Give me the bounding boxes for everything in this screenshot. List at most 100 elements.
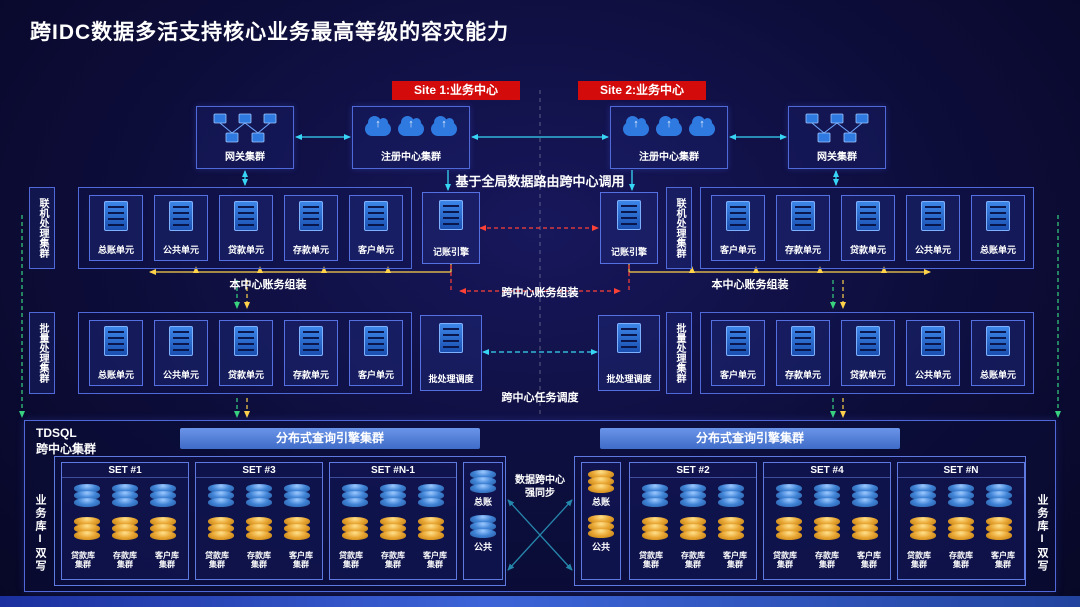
unit-label: 总账单元 xyxy=(97,370,134,380)
gateway-label: 网关集群 xyxy=(225,152,265,163)
database-stack-icon xyxy=(418,517,444,540)
dual-write-label-right: 业务库I双写 xyxy=(1036,493,1048,573)
batch-units-right: 客户单元 存款单元 贷款单元 公共单元 总账单元 xyxy=(700,312,1034,394)
unit-label: 公共单元 xyxy=(914,245,951,255)
bottom-accent-bar xyxy=(0,596,1080,607)
batch-scheduler-left: 批处理调度 xyxy=(420,315,482,391)
set-box: SET #3 贷款库 集群 存款库 集群 客户库 集群 xyxy=(195,462,323,580)
db-row xyxy=(62,484,188,507)
query-engine-bar-right: 分布式查询引擎集群 xyxy=(600,428,900,449)
unit-box: 公共单元 xyxy=(154,320,208,386)
db-group-label: 客户库 集群 xyxy=(289,551,313,570)
database-stack-icon xyxy=(718,517,744,540)
unit-box: 客户单元 xyxy=(711,320,765,386)
database-stack-icon xyxy=(910,517,936,540)
db-group-label: 贷款库 集群 xyxy=(71,551,95,570)
database-stack-icon xyxy=(418,484,444,507)
unit-box: 存款单元 xyxy=(776,195,830,261)
unit-label: 客户单元 xyxy=(357,370,394,380)
database-stack-icon xyxy=(150,517,176,540)
set-name: SET #N xyxy=(898,463,1024,478)
unit-label: 贷款单元 xyxy=(849,370,886,380)
db-row xyxy=(62,517,188,540)
cloud-upload-icon: ↑ xyxy=(398,116,424,136)
unit-label: 存款单元 xyxy=(292,245,329,255)
database-stack-icon xyxy=(470,515,496,538)
online-cluster-label-right: 联机处理集群 xyxy=(666,187,692,269)
page-title: 跨IDC数据多活支持核心业务最高等级的容灾能力 xyxy=(30,21,510,44)
database-stack-icon xyxy=(112,484,138,507)
db-row xyxy=(764,517,890,540)
unit-box: 贷款单元 xyxy=(841,320,895,386)
network-nodes-icon xyxy=(805,113,869,143)
database-stack-icon xyxy=(284,517,310,540)
cloud-upload-icon: ↑ xyxy=(431,116,457,136)
cloud-upload-icon: ↑ xyxy=(365,116,391,136)
batch-cluster-label-left: 批量处理集群 xyxy=(29,312,55,394)
server-rack-icon xyxy=(791,201,815,231)
gateway-label: 网关集群 xyxy=(817,152,857,163)
special-db-column-right: 总账 公共 xyxy=(581,462,621,580)
database-stack-icon xyxy=(986,484,1012,507)
database-stack-icon xyxy=(246,484,272,507)
unit-box: 存款单元 xyxy=(776,320,830,386)
db-group-label: 存款库 集群 xyxy=(949,551,973,570)
server-rack-icon xyxy=(921,201,945,231)
db-group-label: 客户库 集群 xyxy=(857,551,881,570)
public-label: 公共 xyxy=(473,542,492,552)
unit-box: 存款单元 xyxy=(284,320,338,386)
database-stack-icon xyxy=(112,517,138,540)
db-group-label: 贷款库 集群 xyxy=(773,551,797,570)
unit-box: 贷款单元 xyxy=(219,320,273,386)
cross-assembly-label: 跨中心账务组装 xyxy=(501,287,579,299)
database-stack-icon xyxy=(776,484,802,507)
db-row xyxy=(898,484,1024,507)
cloud-upload-icon: ↑ xyxy=(689,116,715,136)
server-rack-icon xyxy=(986,201,1010,231)
db-row xyxy=(630,484,756,507)
online-units-left: 总账单元 公共单元 贷款单元 存款单元 客户单元 xyxy=(78,187,412,269)
unit-box: 客户单元 xyxy=(349,195,403,261)
unit-label: 公共单元 xyxy=(162,245,199,255)
db-group-labels: 贷款库 集群 存款库 集群 客户库 集群 xyxy=(898,551,1024,569)
database-stack-icon xyxy=(852,517,878,540)
database-stack-icon xyxy=(380,517,406,540)
server-rack-icon xyxy=(617,200,641,230)
unit-box: 客户单元 xyxy=(711,195,765,261)
unit-label: 总账单元 xyxy=(979,245,1016,255)
database-stack-icon xyxy=(910,484,936,507)
database-stack-icon xyxy=(470,470,496,493)
unit-box: 存款单元 xyxy=(284,195,338,261)
set-box: SET #N 贷款库 集群 存款库 集群 客户库 集群 xyxy=(897,462,1025,580)
database-stack-icon xyxy=(342,517,368,540)
db-group-labels: 贷款库 集群 存款库 集群 客户库 集群 xyxy=(62,551,188,569)
set-name: SET #3 xyxy=(196,463,322,478)
unit-box: 客户单元 xyxy=(349,320,403,386)
local-assembly-label-right: 本中心账务组装 xyxy=(711,279,789,291)
server-rack-icon xyxy=(921,326,945,356)
online-units-right: 客户单元 存款单元 贷款单元 公共单元 总账单元 xyxy=(700,187,1034,269)
registry-label: 注册中心集群 xyxy=(639,152,699,163)
unit-label: 存款单元 xyxy=(784,245,821,255)
server-rack-icon xyxy=(299,201,323,231)
db-group-labels: 贷款库 集群 存款库 集群 客户库 集群 xyxy=(764,551,890,569)
db-group-label: 客户库 集群 xyxy=(155,551,179,570)
server-rack-icon xyxy=(617,323,641,353)
database-stack-icon xyxy=(342,484,368,507)
registry-cluster-right: ↑ ↑ ↑ 注册中心集群 xyxy=(610,106,728,169)
db-row xyxy=(764,484,890,507)
general-ledger-label: 总账 xyxy=(591,497,610,507)
database-stack-icon xyxy=(814,484,840,507)
unit-label: 公共单元 xyxy=(162,370,199,380)
server-rack-icon xyxy=(726,201,750,231)
db-row xyxy=(196,484,322,507)
global-routing-label: 基于全局数据路由跨中心调用 xyxy=(455,174,625,189)
online-cluster-label-left: 联机处理集群 xyxy=(29,187,55,269)
cross-center-sync-label: 数据跨中心 强同步 xyxy=(515,475,565,499)
db-row xyxy=(898,517,1024,540)
set-box: SET #4 贷款库 集群 存款库 集群 客户库 集群 xyxy=(763,462,891,580)
set-name: SET #1 xyxy=(62,463,188,478)
batch-units-left: 总账单元 公共单元 贷款单元 存款单元 客户单元 xyxy=(78,312,412,394)
set-name: SET #4 xyxy=(764,463,890,478)
